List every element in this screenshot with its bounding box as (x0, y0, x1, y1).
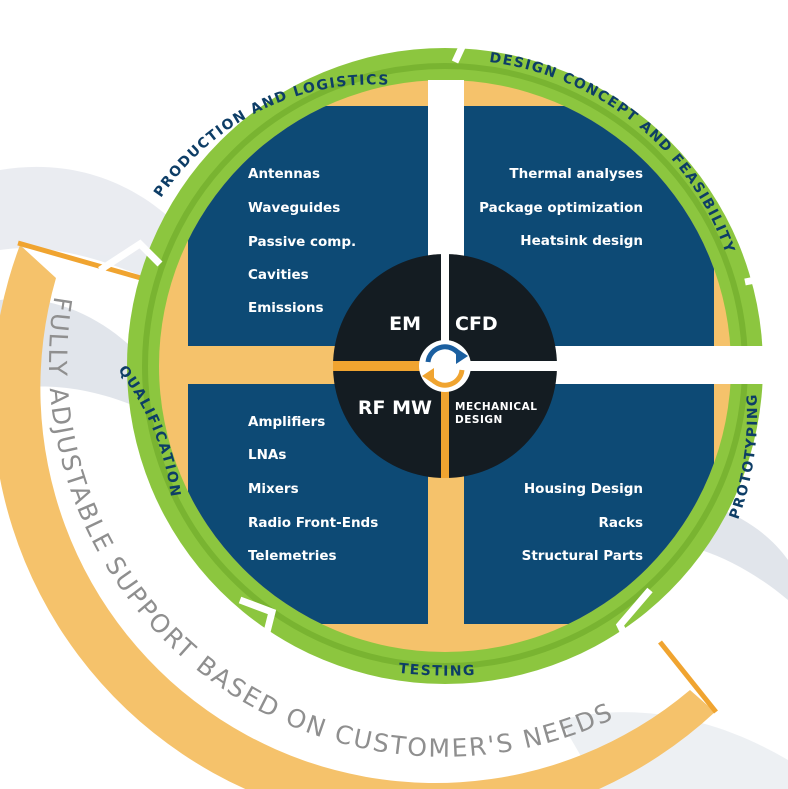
rf-mw-item: Mixers (248, 481, 299, 497)
cycle-separators (98, 11, 780, 652)
em-items: Antennas Waveguides Passive comp. Caviti… (248, 166, 356, 316)
sync-arrows-icon (419, 340, 471, 392)
mechanical-item: Housing Design (524, 481, 643, 497)
em-item: Waveguides (248, 200, 340, 216)
em-item: Cavities (248, 267, 309, 283)
core-divider-top (441, 254, 449, 361)
cfd-item: Heatsink design (520, 233, 643, 249)
core-divider-left (333, 361, 441, 371)
rf-mw-item: Amplifiers (248, 414, 325, 430)
mechanical-item: Racks (598, 515, 643, 531)
core: EM CFD RF MW MECHANICAL DESIGN (333, 254, 557, 478)
core-cfd: CFD (455, 313, 498, 335)
em-item: Passive comp. (248, 234, 356, 250)
core-em: EM (389, 313, 421, 335)
core-design: DESIGN (455, 414, 503, 426)
core-divider-bottom (441, 371, 449, 478)
divider-top (428, 80, 464, 270)
mechanical-items: Housing Design Racks Structural Parts (522, 481, 643, 564)
core-rf-mw: RF MW (358, 397, 432, 419)
rf-mw-items: Amplifiers LNAs Mixers Radio Front-Ends … (248, 414, 378, 564)
rf-mw-item: Radio Front-Ends (248, 515, 378, 531)
core-mechanical: MECHANICAL (455, 401, 537, 413)
rf-mw-item: Telemetries (248, 548, 337, 564)
em-item: Antennas (248, 166, 320, 182)
divider-right (540, 346, 770, 384)
cfd-item: Package optimization (479, 200, 643, 216)
support-arc-end-line (658, 640, 718, 714)
rf-mw-item: LNAs (248, 447, 286, 463)
stage-testing-label: TESTING (398, 661, 476, 680)
cfd-item: Thermal analyses (509, 166, 643, 182)
cfd-items: Thermal analyses Package optimization He… (479, 166, 643, 249)
mechanical-item: Structural Parts (522, 548, 643, 564)
support-arc-band (0, 245, 715, 789)
em-item: Emissions (248, 300, 324, 316)
